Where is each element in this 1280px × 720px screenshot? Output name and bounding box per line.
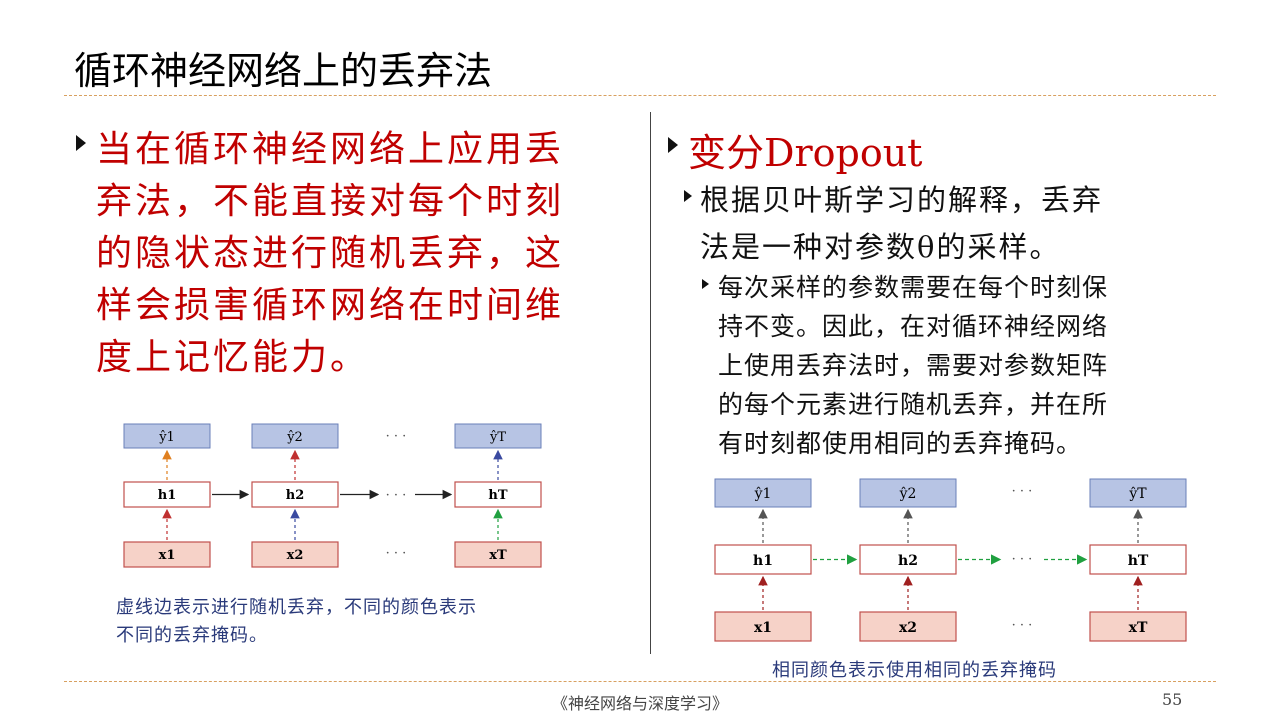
left-output-label-T: ŷT	[489, 430, 506, 445]
left-hidden-ellipsis: · · ·	[386, 488, 407, 503]
page-number: 55	[1162, 690, 1183, 709]
left-input-label-1: x1	[159, 548, 176, 563]
right-input-label-T: xT	[1129, 620, 1148, 636]
left-output-label-2: ŷ2	[286, 430, 303, 445]
right-output-label-T: ŷT	[1128, 485, 1147, 502]
bullet-icon	[684, 190, 692, 202]
right-input-box-T	[1089, 611, 1187, 642]
right-input-box-2	[859, 611, 957, 642]
slide-title: 循环神经网络上的丢弃法	[74, 49, 493, 93]
right-input-row: x1 x2 xT · · ·	[714, 611, 1187, 642]
left-output-box-T	[454, 423, 542, 449]
left-hidden-box-2	[251, 481, 339, 508]
left-input-box-2	[251, 541, 339, 568]
left-input-row: x1 x2 xT · · ·	[123, 541, 542, 568]
right-heading: 变分Dropout	[688, 131, 923, 175]
left-caption: 虚线边表示进行随机丢弃，不同的颜色表示 不同的丢弃掩码。	[116, 597, 477, 646]
title-divider	[64, 95, 1216, 96]
left-hidden-label-2: h2	[286, 488, 305, 503]
footer-book-title: 《神经网络与深度学习》	[551, 694, 728, 713]
column-divider	[650, 112, 651, 654]
right-hidden-row: h1 h2 hT · · ·	[714, 544, 1187, 575]
right-hidden-box-2	[859, 544, 957, 575]
right-input-label-2: x2	[899, 620, 917, 636]
bullet-icon	[702, 279, 709, 289]
right-hidden-box-T	[1089, 544, 1187, 575]
right-hidden-label-2: h2	[898, 553, 918, 569]
right-output-label-2: ŷ2	[899, 485, 917, 502]
left-hidden-box-T	[454, 481, 542, 508]
right-input-box-1	[714, 611, 812, 642]
left-hidden-label-T: hT	[488, 488, 507, 503]
right-output-box-T	[1089, 478, 1187, 508]
left-output-ellipsis: · · ·	[386, 429, 407, 444]
right-output-row: ŷ1 ŷ2 ŷT · · ·	[714, 478, 1187, 508]
left-main-text: 当在循环神经网络上应用丢 弃法，不能直接对每个时刻 的隐状态进行随机丢弃，这 样…	[96, 129, 565, 378]
right-output-box-2	[859, 478, 957, 508]
right-sub-text: 根据贝叶斯学习的解释，丢弃 法是一种对参数θ的采样。	[700, 183, 1104, 264]
left-output-row: ŷ1 ŷ2 ŷT · · ·	[123, 423, 542, 449]
left-input-label-T: xT	[489, 548, 507, 563]
right-hidden-ellipsis: · · ·	[1012, 552, 1033, 567]
left-vertical-arrows	[162, 449, 503, 540]
left-output-box-1	[123, 423, 211, 449]
left-hidden-row: h1 h2 hT · · ·	[123, 481, 542, 508]
right-hidden-box-1	[714, 544, 812, 575]
right-output-box-1	[714, 478, 812, 508]
right-input-ellipsis: · · ·	[1012, 618, 1033, 633]
right-subsub-text: 每次采样的参数需要在每个时刻保 持不变。因此，在对循环神经网络 上使用丢弃法时，…	[718, 273, 1109, 458]
left-input-ellipsis: · · ·	[386, 546, 407, 561]
left-output-label-1: ŷ1	[158, 430, 175, 445]
left-output-box-2	[251, 423, 339, 449]
footer-divider	[64, 681, 1216, 682]
right-output-label-1: ŷ1	[754, 485, 772, 502]
left-hidden-box-1	[123, 481, 211, 508]
right-hidden-label-1: h1	[753, 553, 773, 569]
bullet-icon	[76, 135, 86, 151]
bullet-icon	[668, 137, 678, 153]
left-input-box-1	[123, 541, 211, 568]
right-output-ellipsis: · · ·	[1012, 484, 1033, 499]
left-input-box-T	[454, 541, 542, 568]
right-caption: 相同颜色表示使用相同的丢弃掩码	[772, 660, 1057, 681]
right-hidden-label-T: hT	[1128, 553, 1149, 569]
left-hidden-label-1: h1	[158, 488, 177, 503]
left-input-label-2: x2	[287, 548, 304, 563]
right-input-label-1: x1	[754, 620, 772, 636]
